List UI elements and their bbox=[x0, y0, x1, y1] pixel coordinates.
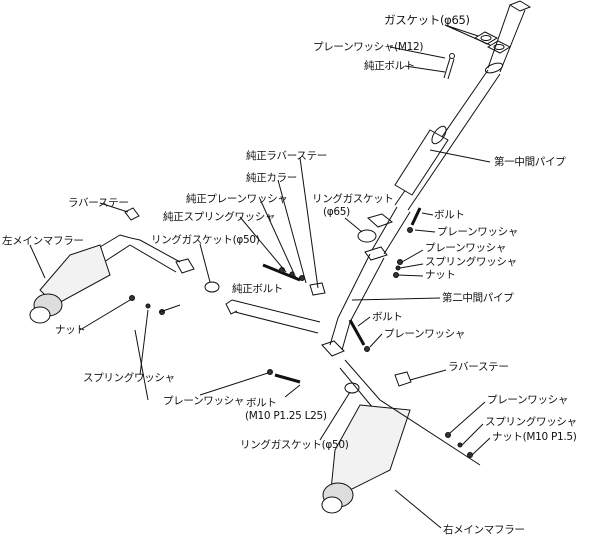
label-spring-washer-left: スプリングワッシャ bbox=[83, 372, 175, 384]
label-ring-gasket-50-center: リングガスケット(φ50) bbox=[240, 439, 349, 451]
label-left-main-muffler: 左メインマフラー bbox=[2, 235, 84, 247]
label-plain-washer-left: プレーンワッシャ bbox=[163, 395, 245, 407]
label-bolt-center: ボルト bbox=[372, 311, 403, 323]
second-mid-pipe bbox=[225, 246, 388, 357]
first-mid-pipe bbox=[371, 4, 526, 255]
rubber-stay-oem bbox=[309, 282, 326, 296]
label-rubber-stay-left: ラバーステー bbox=[68, 197, 129, 209]
label-nut-m10: ナット(M10 P1.5) bbox=[492, 431, 577, 443]
label-oem-plain-washer: 純正プレーンワッシャ bbox=[186, 193, 288, 205]
gaskets-65-top bbox=[473, 0, 532, 54]
right-main-muffler bbox=[321, 359, 481, 514]
label-plain-washer-center: プレーンワッシャ bbox=[384, 328, 466, 340]
label-spring-washer-right: スプリングワッシャ bbox=[485, 416, 577, 428]
label-bolt-m10-spec: (M10 P1.25 L25) bbox=[245, 410, 327, 422]
label-plain-washer-right: プレーンワッシャ bbox=[487, 394, 569, 406]
label-ring-gasket-65-size: (φ65) bbox=[323, 206, 350, 218]
label-oem-bolt-top: 純正ボルト bbox=[364, 60, 415, 72]
leader-lines bbox=[29, 24, 491, 529]
label-ring-gasket-65: リングガスケット bbox=[312, 193, 394, 205]
flange bbox=[366, 213, 394, 228]
left-main-muffler bbox=[29, 207, 195, 324]
ring-gasket-50-left bbox=[204, 281, 220, 293]
label-second-mid-pipe: 第二中間パイプ bbox=[442, 292, 514, 304]
label-spring-washer-mid: スプリングワッシャ bbox=[425, 256, 517, 268]
label-nut-left: ナット bbox=[55, 324, 86, 336]
label-bolt-upper: ボルト bbox=[434, 209, 465, 221]
hardware-icons bbox=[129, 207, 473, 458]
label-oem-rubber-stay: 純正ラバーステー bbox=[246, 150, 327, 162]
label-first-mid-pipe: 第一中間パイプ bbox=[494, 156, 566, 168]
label-oem-bolt-mid: 純正ボルト bbox=[232, 283, 283, 295]
label-oem-spring-washer: 純正スプリングワッシャ bbox=[163, 211, 276, 223]
bolt-top-icon bbox=[443, 53, 455, 80]
ring-gasket-50-center bbox=[344, 382, 360, 394]
label-plain-washer-upper: プレーンワッシャ bbox=[437, 226, 519, 238]
label-oem-collar: 純正カラー bbox=[246, 172, 297, 184]
label-ring-gasket-50-left: リングガスケット(φ50) bbox=[151, 234, 260, 246]
label-plain-washer-m12: プレーンワッシャ(M12) bbox=[313, 41, 424, 53]
label-bolt-m10: ボルト bbox=[246, 397, 277, 409]
label-plain-washer-mid: プレーンワッシャ bbox=[425, 242, 507, 254]
label-right-main-muffler: 右メインマフラー bbox=[443, 524, 525, 536]
label-gasket-65: ガスケット(φ65) bbox=[384, 13, 470, 27]
ring-gasket-65 bbox=[357, 229, 377, 243]
label-rubber-stay-right: ラバーステー bbox=[448, 361, 509, 373]
label-nut-mid: ナット bbox=[425, 269, 456, 281]
